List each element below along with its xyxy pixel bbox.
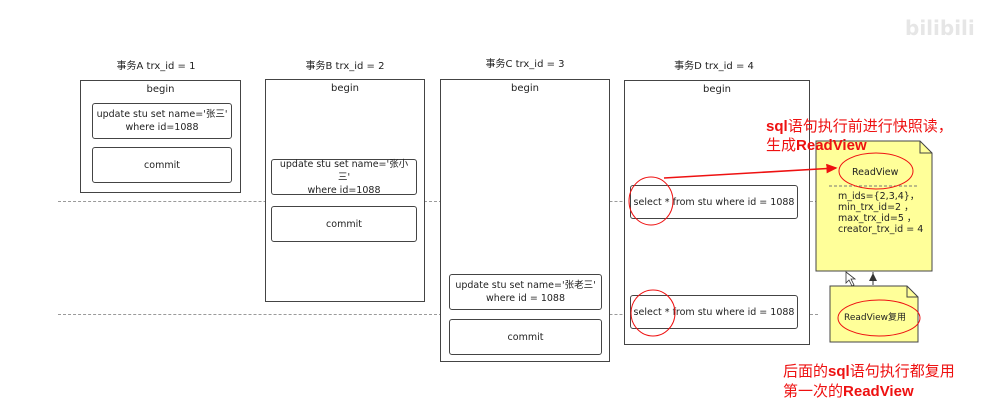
transaction-b-commit-box: commit	[271, 206, 417, 242]
transaction-c-update-line2: where id = 1088	[485, 293, 566, 304]
reuse-annotation-line2: 第一次的ReadView	[783, 382, 914, 400]
transaction-a-column: begin update stu set name='张三' where id=…	[80, 80, 241, 193]
transaction-c-commit-box: commit	[449, 319, 602, 355]
transaction-d-begin: begin	[703, 84, 731, 95]
transaction-c-update-box: update stu set name='张老三' where id = 108…	[449, 274, 602, 310]
transaction-a-title: 事务A trx_id = 1	[116, 61, 196, 72]
readview-min-trx-id: min_trx_id=2 ，	[838, 202, 914, 213]
transaction-b-column: begin update stu set name='张小三' where id…	[265, 79, 425, 302]
reuse-annotation-line1: 后面的sql语句执行都复用	[783, 362, 955, 380]
timeline-dashed-line-lower	[58, 314, 818, 315]
transaction-c-begin: begin	[511, 83, 539, 94]
transaction-d-select-box-1: select * from stu where id = 1088	[630, 185, 798, 219]
transaction-b-begin: begin	[331, 83, 359, 94]
transaction-a-begin: begin	[146, 84, 175, 95]
readview-m-ids: m_ids={2,3,4}，	[838, 191, 920, 202]
transaction-b-update-line1: update stu set name='张小三'	[279, 158, 409, 183]
transaction-d-select-box-2: select * from stu where id = 1088	[630, 295, 798, 329]
transaction-b-update-box: update stu set name='张小三' where id=1088	[271, 158, 417, 196]
snapshot-read-annotation-line2: 生成ReadView	[766, 136, 867, 154]
readview-note-title: ReadView	[852, 167, 899, 178]
transaction-b-title: 事务B trx_id = 2	[305, 61, 385, 72]
readview-max-trx-id: max_trx_id=5 ，	[838, 213, 917, 224]
transaction-a-commit-box: commit	[92, 147, 232, 183]
transaction-a-update-box: update stu set name='张三' where id=1088	[92, 103, 232, 139]
readview-reuse-label: ReadView复用	[844, 313, 906, 323]
transaction-a-update-line1: update stu set name='张三'	[96, 109, 228, 120]
mouse-cursor-icon	[845, 271, 857, 287]
transaction-c-title: 事务C trx_id = 3	[485, 59, 565, 70]
timeline-dashed-line-upper	[58, 201, 818, 202]
snapshot-read-annotation-line1: sql语句执行前进行快照读，	[766, 117, 953, 135]
transaction-d-title: 事务D trx_id = 4	[674, 61, 754, 72]
transaction-c-update-line1: update stu set name='张老三'	[455, 280, 596, 291]
transaction-a-update-line2: where id=1088	[125, 122, 199, 133]
transaction-b-update-line2: where id=1088	[307, 184, 381, 196]
readview-creator-trx-id: creator_trx_id = 4	[838, 224, 924, 235]
transaction-c-column: begin update stu set name='张老三' where id…	[440, 79, 610, 362]
bilibili-watermark: bilibili	[905, 16, 975, 40]
